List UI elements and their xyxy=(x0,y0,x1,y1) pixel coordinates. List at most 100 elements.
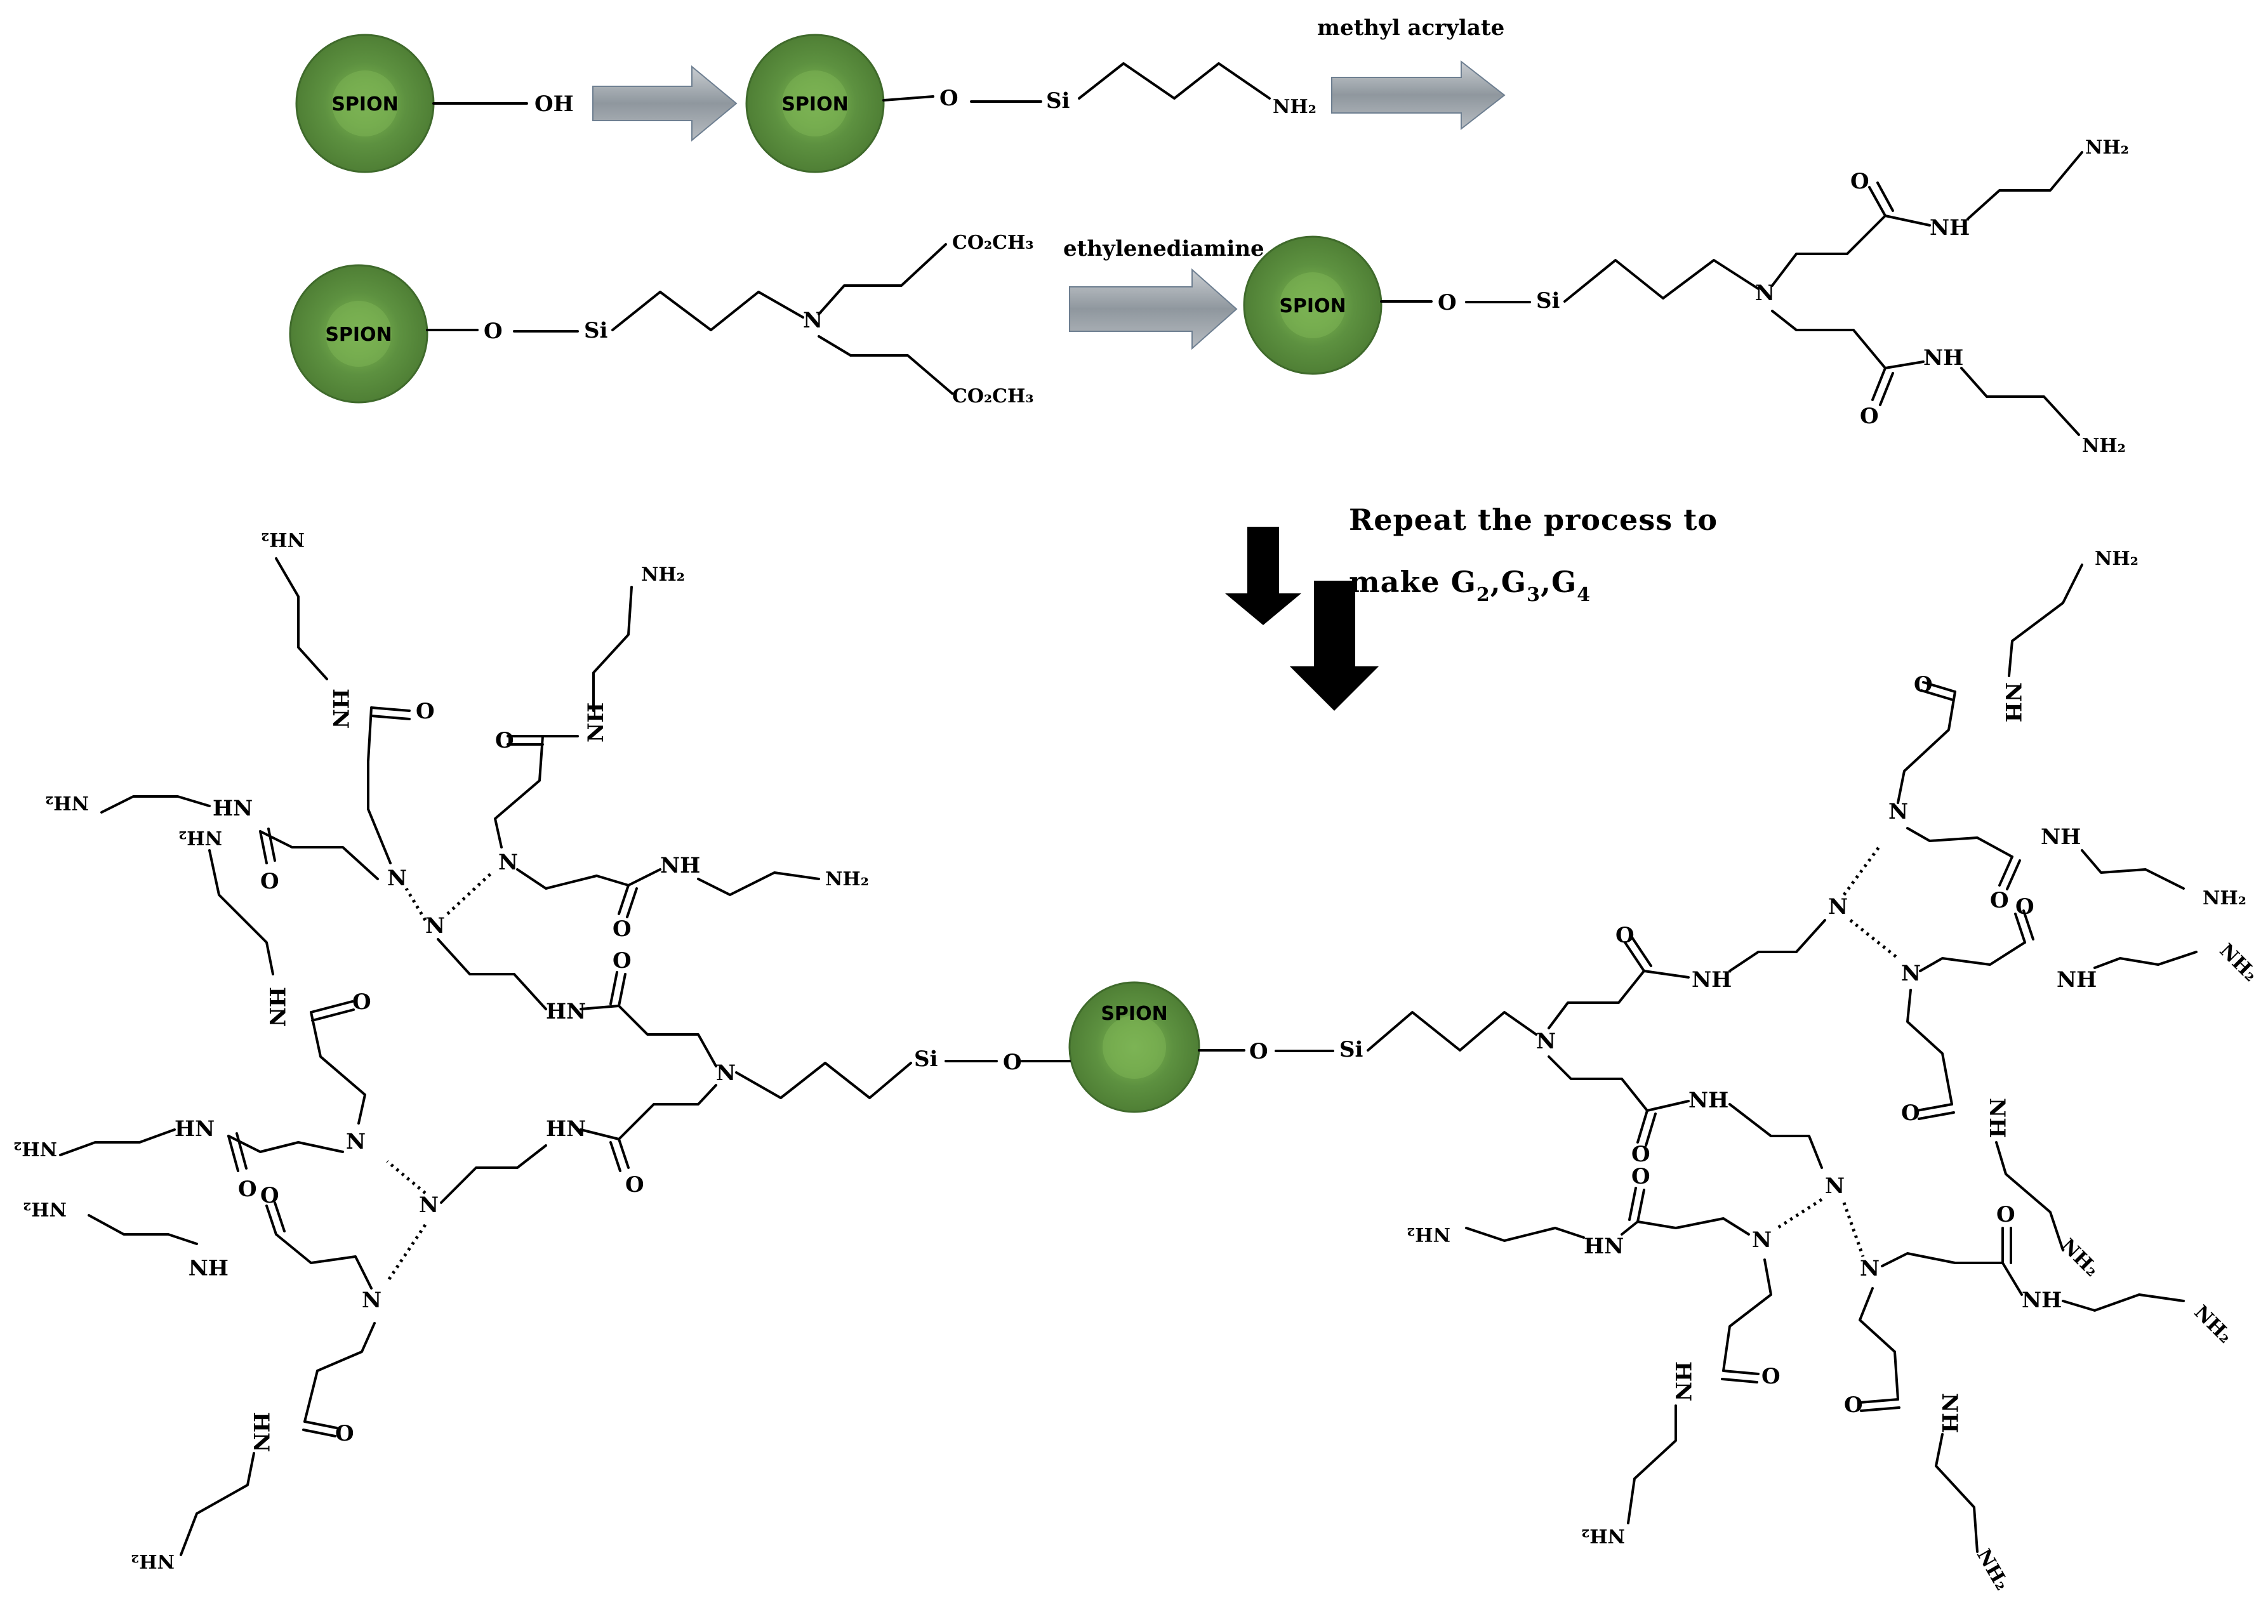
svg-text:O: O xyxy=(625,1172,644,1198)
repeat-caption-line2: make G2,G3,G4 xyxy=(1349,565,1591,606)
svg-text:NH₂: NH₂ xyxy=(2057,1234,2103,1281)
svg-text:O: O xyxy=(416,699,435,724)
oxygen-label: O xyxy=(484,319,503,344)
svg-text:O: O xyxy=(1990,888,2009,913)
svg-text:HN: HN xyxy=(264,987,289,1027)
svg-text:NH₂: NH₂ xyxy=(1972,1545,2013,1594)
svg-text:N: N xyxy=(1901,961,1921,986)
svg-text:N: N xyxy=(425,913,445,939)
svg-text:NH₂: NH₂ xyxy=(2095,548,2139,570)
svg-text:O: O xyxy=(495,728,514,753)
spion-label: SPION xyxy=(325,324,392,346)
svg-text:HN: HN xyxy=(175,1116,215,1142)
svg-text:HN: HN xyxy=(1584,1234,1624,1259)
amine-label: NH₂ xyxy=(2082,435,2126,457)
amine-label: NH₂ xyxy=(2085,136,2129,159)
silicon-label: Si xyxy=(914,1046,938,1072)
svg-text:O: O xyxy=(1761,1364,1781,1389)
svg-text:NH₂: NH₂ xyxy=(2190,1301,2236,1347)
amide-nh-label: NH xyxy=(1930,215,1970,241)
svg-text:N: N xyxy=(1752,1227,1772,1253)
down-arrow-small xyxy=(1225,527,1301,625)
row1-aminosilane: SPION O Si NH₂ xyxy=(745,34,1316,173)
svg-text:NH₂: NH₂ xyxy=(641,564,685,586)
svg-text:NH₂: NH₂ xyxy=(2203,887,2246,909)
oxygen-label: O xyxy=(1438,290,1457,315)
svg-text:NH₂: NH₂ xyxy=(1407,1223,1450,1245)
svg-text:O: O xyxy=(613,916,632,942)
svg-text:N: N xyxy=(419,1192,439,1218)
svg-text:O: O xyxy=(238,1177,257,1202)
hydroxyl-label: OH xyxy=(534,91,574,117)
svg-text:NH: NH xyxy=(2057,967,2097,993)
svg-text:N: N xyxy=(498,850,518,875)
tertiary-amine-label: N xyxy=(716,1060,736,1086)
svg-text:NH₂: NH₂ xyxy=(1581,1524,1625,1547)
down-arrow-large xyxy=(1290,581,1379,711)
svg-text:NH: NH xyxy=(2041,824,2081,850)
right-dendron: O NH N O NH N N N O NH NH₂ O NH NH₂ O xyxy=(1407,548,2262,1594)
process-arrow-2 xyxy=(1331,60,1506,131)
svg-text:HN: HN xyxy=(546,999,586,1024)
svg-text:O: O xyxy=(1631,1142,1650,1167)
svg-text:HN: HN xyxy=(328,689,353,729)
svg-text:HN: HN xyxy=(1670,1361,1695,1401)
svg-text:HN: HN xyxy=(189,1254,229,1279)
svg-text:NH₂: NH₂ xyxy=(825,868,869,890)
repeat-caption-line1: Repeat the process to xyxy=(1349,503,1718,537)
svg-text:NH: NH xyxy=(1688,1088,1728,1113)
amide-nh-label: NH xyxy=(1923,345,1963,371)
svg-text:N: N xyxy=(1828,894,1848,920)
svg-text:NH: NH xyxy=(1937,1393,1962,1433)
spion-label: SPION xyxy=(1101,1003,1167,1025)
oxygen-label: O xyxy=(1003,1050,1022,1075)
oxygen-label: O xyxy=(1249,1039,1268,1064)
process-arrow-1 xyxy=(592,65,738,142)
tertiary-amine-label: N xyxy=(1536,1029,1556,1054)
svg-text:NH₂: NH₂ xyxy=(2215,939,2262,986)
svg-text:NH: NH xyxy=(1984,1098,2010,1138)
svg-text:N: N xyxy=(1860,1256,1880,1281)
svg-text:O: O xyxy=(260,1183,279,1208)
reagent-methyl-acrylate: methyl acrylate xyxy=(1317,15,1504,41)
svg-text:HN: HN xyxy=(546,1116,586,1142)
amine-label: NH₂ xyxy=(1273,96,1316,118)
svg-text:NH₂: NH₂ xyxy=(178,826,222,848)
oxygen-label: O xyxy=(939,86,958,111)
svg-text:NH: NH xyxy=(583,703,609,743)
svg-text:N: N xyxy=(362,1288,381,1313)
silicon-label: Si xyxy=(1536,288,1560,314)
svg-text:O: O xyxy=(1844,1392,1863,1418)
spion-label: SPION xyxy=(331,93,398,116)
svg-text:O: O xyxy=(1996,1202,2015,1227)
svg-text:NH: NH xyxy=(2000,682,2026,722)
spion-label: SPION xyxy=(781,93,848,116)
row1-spion-oh: SPION OH xyxy=(295,34,574,173)
g2-core: SPION O Si N O Si N xyxy=(716,981,1556,1113)
svg-text:O: O xyxy=(352,989,371,1015)
svg-text:O: O xyxy=(1631,1164,1650,1189)
svg-text:N: N xyxy=(346,1129,366,1154)
silicon-label: Si xyxy=(584,318,608,343)
svg-text:O: O xyxy=(613,948,632,974)
svg-text:HN: HN xyxy=(213,796,253,821)
left-dendron: O HN N O HN N N N O HN NH₂ O HN NH₂ O xyxy=(13,528,869,1572)
svg-text:O: O xyxy=(335,1421,354,1446)
row2-g1-dendron: SPION O Si N O NH NH₂ O NH NH₂ xyxy=(1243,136,2129,457)
svg-text:NH₂: NH₂ xyxy=(13,1137,57,1159)
svg-text:NH₂: NH₂ xyxy=(261,528,305,550)
svg-text:N: N xyxy=(387,866,407,891)
svg-text:O: O xyxy=(2015,894,2034,920)
svg-text:O: O xyxy=(260,869,279,894)
spion-label: SPION xyxy=(1279,295,1346,317)
ester-label-bottom: CO₂CH₃ xyxy=(952,385,1034,407)
svg-text:O: O xyxy=(1901,1100,1920,1126)
svg-text:NH: NH xyxy=(1692,967,1732,993)
svg-text:NH: NH xyxy=(2022,1288,2062,1313)
row2-diester: SPION O Si N CO₂CH₃ CO₂CH₃ xyxy=(289,232,1034,407)
svg-text:NH₂: NH₂ xyxy=(23,1198,67,1220)
svg-text:N: N xyxy=(1825,1173,1845,1199)
svg-text:O: O xyxy=(1615,923,1635,948)
reagent-ethylenediamine: ethylenediamine xyxy=(1063,236,1264,261)
